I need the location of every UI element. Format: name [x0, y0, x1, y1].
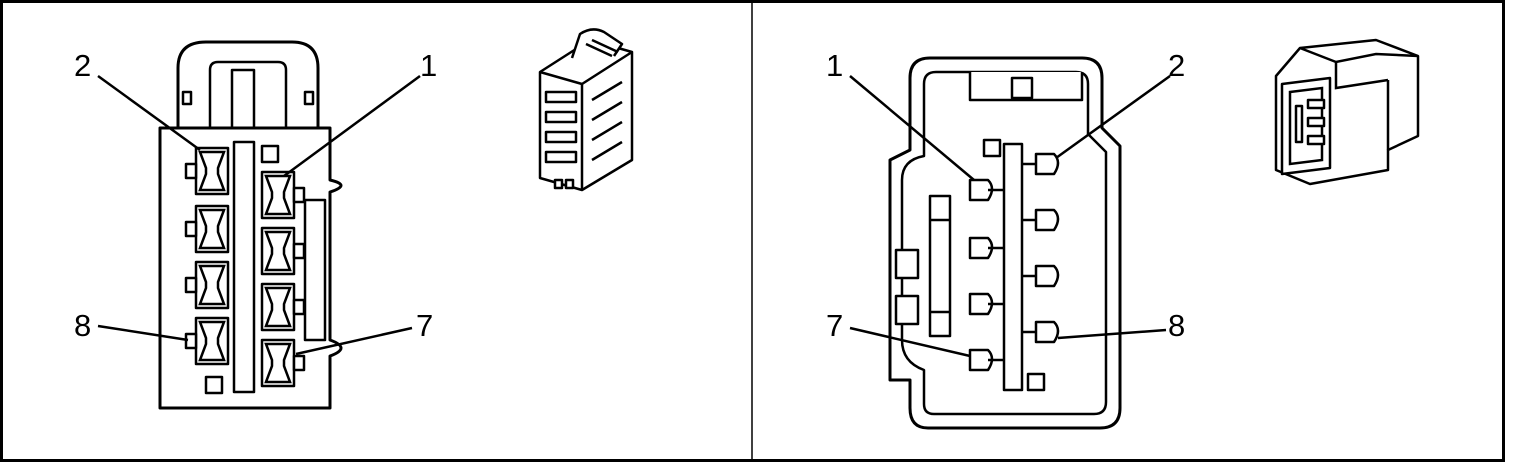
left-latch-tab-r	[303, 90, 315, 106]
leader-left-7	[295, 326, 413, 356]
leader-left-8	[97, 324, 189, 342]
right-label-2: 2	[1168, 48, 1185, 83]
left-label-7: 7	[416, 308, 433, 343]
right-key-square-top	[982, 138, 1002, 158]
left-label-2: 2	[74, 48, 91, 83]
right-inset-connector-icon	[1274, 38, 1420, 186]
left-side-rib	[303, 198, 327, 342]
leader-right-8	[1057, 328, 1167, 340]
right-top-key	[1010, 76, 1034, 100]
left-inset-connector-icon	[538, 28, 634, 192]
left-cavity-col-a	[184, 146, 230, 366]
right-center-divider	[1002, 142, 1024, 392]
left-cavity-col-b	[260, 170, 306, 388]
right-panel: 1 2 7 8	[826, 38, 1420, 430]
right-terminal-col-a	[968, 178, 1004, 372]
leader-right-2	[1055, 74, 1171, 160]
right-label-1: 1	[826, 48, 843, 83]
right-label-8: 8	[1168, 308, 1185, 343]
left-latch-tab-l	[181, 90, 193, 106]
right-label-7: 7	[826, 308, 843, 343]
leader-left-1	[283, 74, 421, 178]
leader-left-2	[97, 74, 201, 152]
right-side-rail	[928, 194, 952, 338]
left-label-1: 1	[420, 48, 437, 83]
right-side-tab-2	[894, 294, 920, 326]
right-side-tab-1	[894, 248, 920, 280]
left-key-square-bottom	[204, 375, 224, 395]
right-terminal-col-b	[1022, 152, 1060, 344]
left-latch-slot	[230, 68, 256, 132]
left-key-square-top	[260, 144, 280, 164]
right-key-square-bottom	[1026, 372, 1046, 392]
leader-right-1	[849, 75, 975, 181]
leader-right-7	[849, 326, 971, 358]
left-label-8: 8	[74, 308, 91, 343]
left-panel: 2 1 8 7	[74, 28, 634, 410]
left-center-divider	[232, 140, 256, 394]
